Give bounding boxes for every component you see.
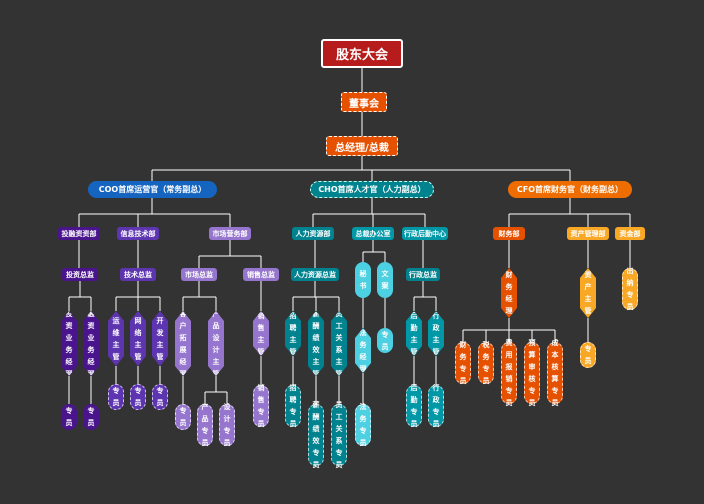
fund-cashier: 出纳专员 [622,267,638,311]
hr-head: 人力资源总监 [291,268,339,281]
admin-head: 行政总监 [406,268,440,281]
recruit-supervisor: 招聘主管 [285,311,301,356]
invest-head: 投资总监 [62,268,98,281]
legal-staff: 法务专员 [355,403,371,447]
shareholders-node: 股东大会 [321,39,403,68]
relations-staff: 员工关系专员 [331,401,347,469]
design-staff: 设计专员 [219,403,235,447]
payroll-supervisor: 薪酬绩效主管 [308,311,324,376]
tech-staff-2: 专员 [130,384,146,410]
market-staff: 专员 [175,404,191,430]
payroll-staff: 薪酬绩效专员 [308,401,324,469]
finance-manager: 财务经理 [501,268,517,318]
tech-staff-1: 专员 [108,384,124,410]
asset-manager: 资产主管 [580,268,596,318]
coo-dept-market: 市场营务部 [209,227,251,240]
cho-node: CHO首席人才官（人力副总） [310,181,434,198]
cfo-dept-asset: 资产管理部 [567,227,609,240]
client-manager: 客户拓展经理 [175,311,191,376]
cho-dept-hr: 人力资源部 [292,227,334,240]
finance-staff-1: 财务专员 [455,341,471,385]
product-supervisor: 产品设计主管 [208,311,224,376]
product-staff: 产品专员 [197,403,213,447]
relations-supervisor: 员工关系主管 [331,311,347,376]
finance-staff-4: 预算审核专员 [524,339,540,407]
admin-supervisor: 行政主管 [428,311,444,356]
ops-supervisor: 运维主管 [108,311,124,366]
board-node: 董事会 [341,92,387,112]
tech-head: 技术总监 [120,268,156,281]
coo-node: COO首席运营官（常务副总） [88,181,217,198]
financing-manager: 融资业务经理 [83,311,99,376]
asset-staff: 专员 [580,342,596,368]
dev-supervisor: 开发主管 [152,311,168,366]
finance-staff-2: 税务专员 [478,341,494,385]
invest-staff-2: 专员 [83,404,99,430]
logistics-supervisor: 后勤主管 [406,311,422,356]
finance-staff-3: 费用报销专员 [501,339,517,407]
sales-head: 销售总监 [243,268,279,281]
logistics-staff: 后勤专员 [406,384,422,428]
cho-dept-admin: 行政后勤中心 [402,227,448,240]
cfo-dept-finance: 财务部 [493,227,525,240]
invest-staff-1: 专员 [61,404,77,430]
network-supervisor: 网络主管 [130,311,146,366]
admin-staff: 行政专员 [428,384,444,428]
ceo-node: 总经理/总裁 [326,136,398,156]
secretary: 秘书 [355,262,371,298]
recruit-staff: 招聘专员 [285,384,301,428]
coo-dept-tech: 信息技术部 [117,227,159,240]
office-staff: 专员 [377,328,393,353]
sales-supervisor: 销售主管 [253,311,269,356]
market-head: 市场总监 [181,268,217,281]
legal-manager: 法务经理 [355,328,371,373]
cfo-dept-fund: 资金部 [615,227,645,240]
copywriter: 文案 [377,262,393,298]
cfo-node: CFO首席财务官（财务副总） [508,181,632,198]
coo-dept-invest: 投融资资部 [58,227,100,240]
cho-dept-office: 总裁办公室 [352,227,394,240]
tech-staff-3: 专员 [152,384,168,410]
invest-manager: 投资业务经理 [61,311,77,376]
sales-staff: 销售专员 [253,384,269,428]
finance-staff-5: 成本核算专员 [547,339,563,407]
